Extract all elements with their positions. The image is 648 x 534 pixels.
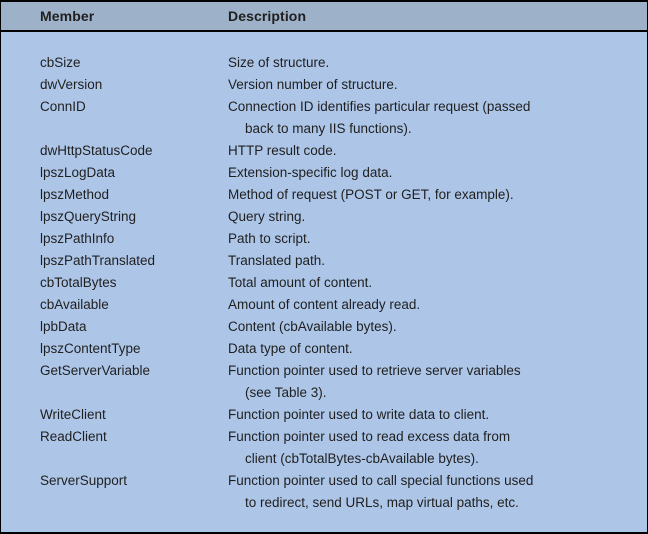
table-row: cbAvailable Amount of content already re… xyxy=(40,294,639,316)
table-row: ConnID Connection ID identifies particul… xyxy=(40,96,639,140)
description-line: Size of structure. xyxy=(228,55,330,70)
member-cell: ConnID xyxy=(40,99,86,114)
table-row: GetServerVariable Function pointer used … xyxy=(40,360,639,404)
member-cell: lpszPathInfo xyxy=(40,231,115,246)
description-line: Extension-specific log data. xyxy=(228,165,393,180)
header-member-label: Member xyxy=(40,8,95,24)
description-line: to redirect, send URLs, map virtual path… xyxy=(245,495,519,510)
description-cell: Amount of content already read. xyxy=(228,294,639,316)
table-row: lpszPathInfo Path to script. xyxy=(40,228,639,250)
description-line: Function pointer used to write data to c… xyxy=(228,407,490,422)
table-row: lpszMethod Method of request (POST or GE… xyxy=(40,184,639,206)
description-line: Data type of content. xyxy=(228,341,353,356)
description-cell: Translated path. xyxy=(228,250,639,272)
member-cell: lpszLogData xyxy=(40,165,116,180)
table-row: lpbData Content (cbAvailable bytes). xyxy=(40,316,639,338)
table-row: lpszContentType Data type of content. xyxy=(40,338,639,360)
description-line: back to many IIS functions). xyxy=(245,121,412,136)
description-cell: Method of request (POST or GET, for exam… xyxy=(228,184,639,206)
description-line: Content (cbAvailable bytes). xyxy=(228,319,397,334)
table-row: lpszQueryString Query string. xyxy=(40,206,639,228)
table-row: dwHttpStatusCode HTTP result code. xyxy=(40,140,639,162)
description-cell: Function pointer used to retrieve server… xyxy=(228,360,639,404)
header-description-label: Description xyxy=(228,8,307,24)
member-cell: dwVersion xyxy=(40,77,103,92)
description-cell: Function pointer used to read excess dat… xyxy=(228,426,639,470)
member-cell: lpszPathTranslated xyxy=(40,253,156,268)
member-cell: GetServerVariable xyxy=(40,363,151,378)
table-row: dwVersion Version number of structure. xyxy=(40,74,639,96)
description-line: Query string. xyxy=(228,209,306,224)
description-cell: HTTP result code. xyxy=(228,140,639,162)
description-line: Amount of content already read. xyxy=(228,297,421,312)
description-line: (see Table 3). xyxy=(245,385,327,400)
description-cell: Content (cbAvailable bytes). xyxy=(228,316,639,338)
table-body: cbSize Size of structure. dwVersion Vers… xyxy=(1,32,647,514)
description-cell: Function pointer used to write data to c… xyxy=(228,404,639,426)
description-line: Method of request (POST or GET, for exam… xyxy=(228,187,514,202)
description-cell: Query string. xyxy=(228,206,639,228)
member-cell: cbAvailable xyxy=(40,297,109,312)
description-line: Function pointer used to read excess dat… xyxy=(228,429,511,444)
member-cell: lpszQueryString xyxy=(40,209,137,224)
table-row: ServerSupport Function pointer used to c… xyxy=(40,470,639,514)
description-line: Function pointer used to call special fu… xyxy=(228,473,534,488)
table-header-row: Member Description xyxy=(1,2,647,32)
table-row: lpszPathTranslated Translated path. xyxy=(40,250,639,272)
description-cell: Data type of content. xyxy=(228,338,639,360)
member-cell: lpszContentType xyxy=(40,341,141,356)
description-line: Path to script. xyxy=(228,231,311,246)
table-row: lpszLogData Extension-specific log data. xyxy=(40,162,639,184)
description-line: Total amount of content. xyxy=(228,275,373,290)
description-cell: Extension-specific log data. xyxy=(228,162,639,184)
description-line: Translated path. xyxy=(228,253,326,268)
description-line: HTTP result code. xyxy=(228,143,337,158)
member-cell: WriteClient xyxy=(40,407,106,422)
description-cell: Connection ID identifies particular requ… xyxy=(228,96,639,140)
member-cell: cbTotalBytes xyxy=(40,275,117,290)
member-cell: ReadClient xyxy=(40,429,107,444)
table-row: cbTotalBytes Total amount of content. xyxy=(40,272,639,294)
description-line: client (cbTotalBytes-cbAvailable bytes). xyxy=(245,451,479,466)
description-cell: Version number of structure. xyxy=(228,74,639,96)
description-cell: Total amount of content. xyxy=(228,272,639,294)
member-cell: lpszMethod xyxy=(40,187,110,202)
description-line: Connection ID identifies particular requ… xyxy=(228,99,531,114)
description-cell: Size of structure. xyxy=(228,52,639,74)
table-row: cbSize Size of structure. xyxy=(40,52,639,74)
table-row: WriteClient Function pointer used to wri… xyxy=(40,404,639,426)
description-line: Version number of structure. xyxy=(228,77,398,92)
description-line: Function pointer used to retrieve server… xyxy=(228,363,521,378)
member-cell: ServerSupport xyxy=(40,473,128,488)
member-cell: lpbData xyxy=(40,319,87,334)
member-cell: cbSize xyxy=(40,55,81,70)
description-cell: Path to script. xyxy=(228,228,639,250)
description-cell: Function pointer used to call special fu… xyxy=(228,470,639,514)
table-row: ReadClient Function pointer used to read… xyxy=(40,426,639,470)
member-cell: dwHttpStatusCode xyxy=(40,143,153,158)
